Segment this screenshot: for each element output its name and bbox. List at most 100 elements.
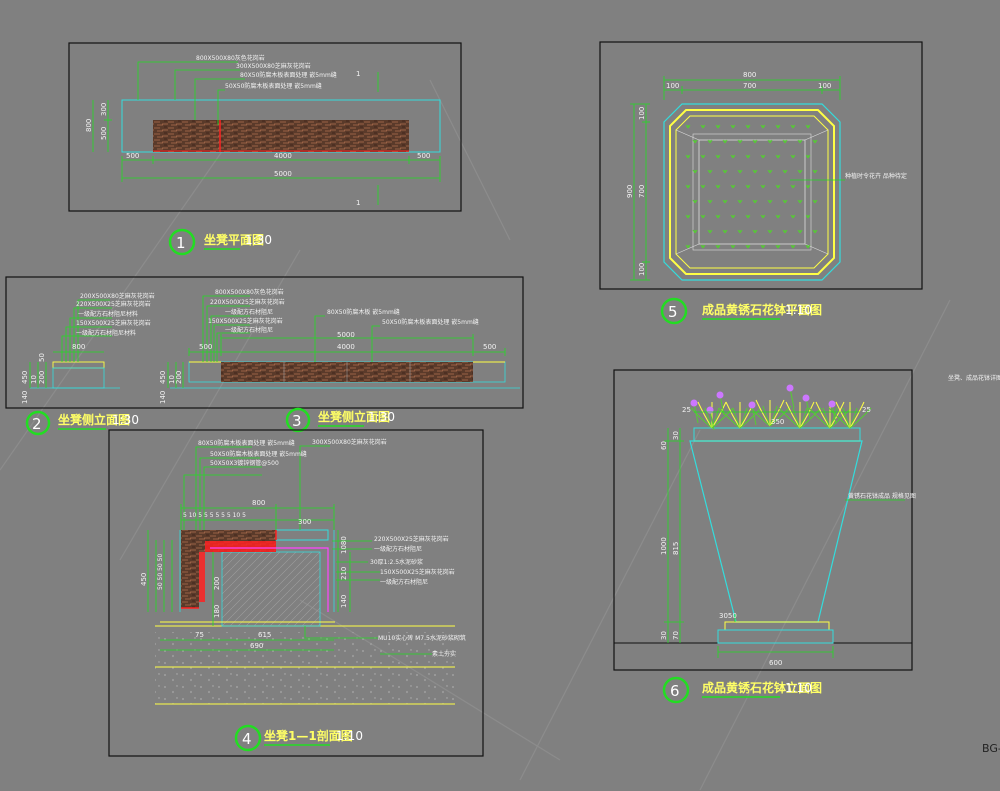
leaf — [842, 407, 851, 429]
note: 30厚1:2.5水泥砂浆 — [370, 558, 423, 566]
plant-symbol — [715, 154, 721, 159]
view-number: 4 — [242, 730, 252, 748]
dim-300: 300 — [100, 103, 108, 116]
view-frame — [5, 276, 524, 409]
dim-300: 300 — [298, 518, 311, 526]
plant-symbol — [782, 169, 788, 174]
view-2-3-elevations: 800 450 140 10 200 50 200X500X80芝麻灰花岗岩 2… — [5, 276, 524, 409]
dim-815: 815 — [672, 542, 680, 555]
dim-140: 140 — [21, 391, 29, 404]
view-5-planter-plan: 800 100 700 100 900 100 700 100 种植时令花卉 品… — [599, 41, 923, 290]
dim-690: 690 — [250, 642, 263, 650]
leaf — [704, 407, 713, 429]
leaf — [725, 401, 741, 429]
dim-800: 800 — [252, 499, 265, 507]
plant-symbol — [745, 154, 751, 159]
dim-10: 10 — [168, 375, 176, 384]
note: 50X50防腐木板表面处理 嵌5mm缝 — [225, 82, 322, 90]
dim-140: 140 — [340, 595, 348, 608]
plant-symbol — [767, 229, 773, 234]
plant-symbol — [797, 169, 803, 174]
plant-symbol — [812, 139, 818, 144]
note: 220X500X25芝麻灰花岗岩 — [76, 300, 151, 308]
plant-symbol — [692, 169, 698, 174]
leaf — [822, 407, 831, 429]
plant-symbol — [715, 124, 721, 129]
leaf — [799, 401, 815, 429]
plant-symbol — [707, 199, 713, 204]
plant-symbol — [730, 154, 736, 159]
leaf — [829, 407, 852, 429]
plant-symbol — [752, 199, 758, 204]
note: 一级配方石材阻尼材料 — [76, 329, 136, 337]
dim-100-bottom: 100 — [638, 263, 646, 276]
plant-foliage — [690, 384, 872, 431]
plant-symbol — [707, 169, 713, 174]
plant-symbol — [782, 199, 788, 204]
plant-symbol — [805, 184, 811, 189]
plant-symbol — [730, 124, 736, 129]
plant-symbol — [752, 229, 758, 234]
leaf — [808, 407, 831, 429]
flower — [786, 384, 794, 392]
dim-200: 200 — [213, 577, 221, 590]
leaf — [762, 405, 771, 427]
plant-symbol — [790, 214, 796, 219]
flower — [828, 400, 836, 408]
plant-symbol — [692, 229, 698, 234]
sheet-code: BG- — [982, 742, 1000, 755]
plant-symbol — [745, 244, 751, 249]
note: 150X500X25芝麻灰花岗岩 — [208, 317, 283, 325]
brick-core — [221, 551, 321, 627]
dim-1000: 1000 — [660, 537, 668, 555]
dim-25-right: 25 — [862, 406, 871, 414]
dim-4000: 4000 — [337, 343, 355, 351]
leaf — [769, 399, 785, 427]
view-number: 5 — [668, 303, 678, 321]
plant-symbol — [812, 229, 818, 234]
leaf — [739, 407, 762, 429]
dim-70: 70 — [672, 631, 680, 640]
leaf — [785, 401, 801, 429]
note: 黄锈石花钵成品 规格见图 — [848, 492, 916, 500]
dim-30-base: 30 — [660, 631, 668, 640]
leaf — [835, 401, 851, 429]
plant-symbol — [767, 199, 773, 204]
view-frame — [68, 42, 462, 212]
plant-symbol — [797, 199, 803, 204]
leaf — [732, 407, 741, 429]
dim-10: 10 — [30, 375, 38, 384]
plant-symbol — [782, 229, 788, 234]
leaf — [690, 407, 713, 429]
plant-symbol — [760, 154, 766, 159]
plant-symbol — [812, 199, 818, 204]
plant-symbol — [685, 244, 691, 249]
plant-symbol — [685, 124, 691, 129]
view-title: 成品黄锈石花钵立面图 — [702, 680, 822, 695]
note: 800X500X80灰色花岗岩 — [215, 288, 284, 296]
plant-symbol — [752, 139, 758, 144]
plant-symbol — [760, 214, 766, 219]
note: 一级配方石材阻尼 — [374, 545, 422, 553]
note: 50X50防腐木板表面处理 嵌5mm缝 — [382, 318, 479, 326]
dim-5000: 5000 — [274, 170, 292, 178]
leaf — [697, 401, 713, 429]
dim-100-top: 100 — [638, 107, 646, 120]
note: 一级配方石材阻尼材料 — [78, 310, 138, 318]
note: 800X500X80灰色花岗岩 — [196, 54, 265, 62]
dim-50: 50 — [38, 353, 46, 362]
flower — [748, 401, 756, 409]
note: 150X500X25芝麻灰花岗岩 — [380, 568, 455, 576]
view-number: 6 — [670, 682, 680, 700]
note: 50X50防腐木板表面处理 嵌5mm缝 — [210, 450, 307, 458]
plant-symbol — [782, 139, 788, 144]
view-2-title: 2 坐凳侧立面图 1:30 — [25, 410, 139, 436]
note: 150X500X25芝麻灰花岗岩 — [76, 319, 151, 327]
note: 50X50X3镀锌钢管@500 — [210, 459, 279, 467]
view-number: 2 — [32, 415, 42, 433]
plant-symbol — [790, 154, 796, 159]
view-number: 1 — [176, 234, 186, 252]
planting-symbols — [685, 124, 818, 249]
plant-symbol — [760, 244, 766, 249]
